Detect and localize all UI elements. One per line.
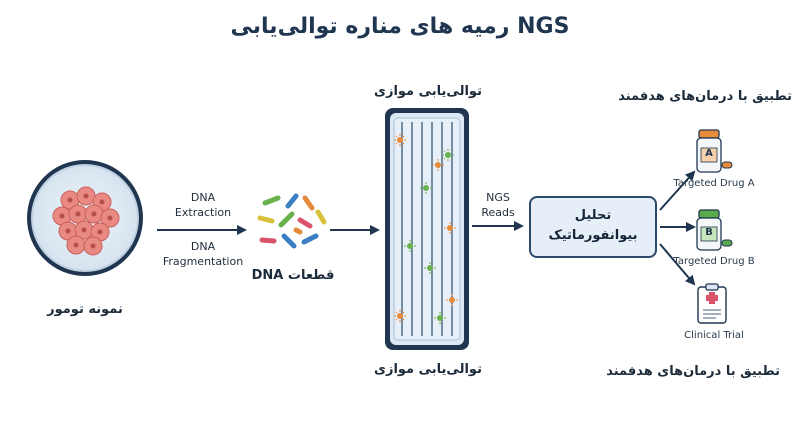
drug-b-letter: B: [705, 227, 713, 238]
tumor-sample-label: نمونه تومور: [47, 302, 123, 317]
targeted-therapy-top-label: تطبیق با درمان‌های هدفمند: [618, 89, 792, 104]
arrow-to-drug-a: [659, 170, 696, 211]
page-title: رمیه های مناره توالی‌یابی NGS: [230, 14, 570, 39]
drug-a-label: Targeted Drug A: [673, 178, 755, 189]
cluster-signals: [394, 134, 458, 324]
bioinformatics-label: تحلیل بیوانفورماتیک: [529, 206, 657, 246]
ngs-reads-label-2: Reads: [481, 206, 515, 219]
clinical-trial-label: Clinical Trial: [684, 330, 744, 341]
drug-a-letter: A: [705, 148, 713, 159]
tumor-cells-icon: [52, 186, 120, 256]
tumor-sample-dish: [27, 160, 143, 276]
sequencing-bottom-label: توالی‌یابی موازی: [374, 362, 482, 377]
arrow-to-trial: [659, 243, 696, 286]
bioinformatics-box: [529, 196, 657, 258]
ngs-reads-label-1: NGS: [486, 191, 510, 204]
sequencing-top-label: توالی‌یابی موازی: [374, 84, 482, 99]
extraction-label-2: Extraction: [174, 206, 232, 219]
drug-b-bottle-icon: [696, 209, 733, 251]
fragmentation-label-1: DNA: [190, 240, 216, 253]
clinical-trial-clipboard-icon: [697, 283, 727, 324]
drug-a-bottle-icon: [696, 129, 733, 173]
flow-cell: [385, 108, 469, 350]
bioinformatics-label-line1: تحلیل: [574, 208, 612, 223]
dna-fragments-label: قطعات DNA: [251, 268, 335, 283]
drug-b-label: Targeted Drug B: [673, 256, 755, 267]
dna-fragments-icon: [257, 193, 327, 249]
bioinformatics-label-line2: بیوانفورماتیک: [548, 228, 638, 243]
extraction-label-1: DNA: [190, 191, 216, 204]
targeted-therapy-bottom-label: تطبیق با درمان‌های هدفمند: [606, 364, 780, 379]
fragmentation-label-2: Fragmentation: [162, 255, 244, 268]
